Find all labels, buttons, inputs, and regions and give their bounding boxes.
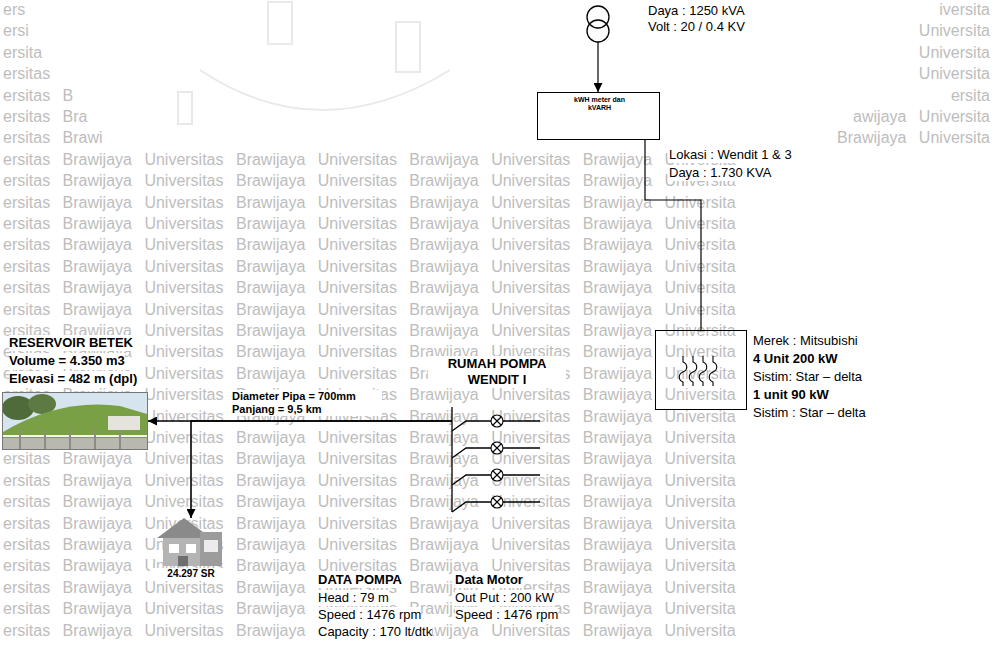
reservoir-title: RESERVOIR BETEK — [9, 335, 133, 351]
watermark-text: ersitas Brawijaya Universitas Brawijaya … — [3, 449, 736, 469]
house-icon — [163, 538, 205, 566]
transformer-symbol — [587, 6, 609, 42]
motor-data-text: Speed : 1476 rpm — [455, 607, 558, 623]
watermark-text: Universita — [919, 21, 990, 41]
switch-symbol — [679, 356, 687, 386]
watermark-text: ersitas Brawi — [3, 128, 103, 148]
watermark-text: ersitas — [3, 64, 50, 84]
panel-spec: 4 Unit 200 kW — [753, 351, 838, 367]
customer-count: 24.297 SR — [150, 568, 232, 580]
panel-box: Merek : Mitsubishi4 Unit 200 kWSistim: S… — [655, 330, 747, 410]
motor-data-title: Data Motor — [455, 572, 523, 588]
watermark-text: awijaya Universita — [853, 107, 990, 127]
pump-manifold — [451, 407, 452, 512]
transformer-node: Daya : 1250 kVAVolt : 20 / 0.4 KV — [586, 4, 610, 42]
motor-symbol — [491, 442, 503, 454]
panel-spec: 1 unit 90 kW — [753, 387, 829, 403]
watermark-text: ers — [3, 0, 25, 20]
water-pipe — [191, 421, 452, 518]
faint-logo — [268, 2, 292, 44]
transformer-symbol — [587, 6, 609, 28]
house-icon — [204, 540, 218, 552]
watermark-text: ersitas Brawijaya Universitas Brawijaya … — [3, 471, 736, 491]
reservoir-photo — [3, 438, 147, 449]
watermark-text: ersitas Brawijaya Universitas Brawijaya … — [3, 214, 736, 234]
house-icon — [186, 544, 196, 553]
watermark-text: ersitas Brawijaya Universitas Brawijaya … — [3, 492, 736, 512]
watermark-text: ersi — [3, 21, 29, 41]
reservoir-photo — [20, 430, 120, 449]
watermark-text: ersitas Brawijaya Universitas Brawijaya … — [3, 300, 736, 320]
watermark-text: ersitas Brawijaya Universitas Brawijaya … — [3, 193, 736, 213]
panel-spec: Merek : Mitsubishi — [753, 333, 858, 349]
reservoir-spec: Elevasi = 482 m (dpl) — [9, 371, 137, 387]
reservoir-spec: Volume = 4.350 m3 — [9, 353, 125, 369]
motor-symbol — [491, 415, 503, 427]
watermark-text: Universita — [919, 64, 990, 84]
box-title: kWH meter dan kVARH — [569, 96, 630, 112]
reservoir-node: RESERVOIR BETEKVolume = 4.350 m3Elevasi … — [2, 392, 148, 450]
transformer-symbol — [587, 20, 609, 42]
motor-symbol — [493, 417, 501, 425]
pump-house-title: RUMAH POMPA WENDIT I — [428, 356, 566, 388]
customer-node: 24.297 SR — [160, 518, 222, 566]
watermark-text: ersitas Brawijaya Universitas Brawijaya … — [3, 171, 736, 191]
reservoir-photo — [108, 416, 140, 430]
watermark-text: Universita — [919, 43, 990, 63]
rating-text: Daya : 1250 kVA — [648, 3, 745, 19]
motor-symbol — [491, 415, 503, 508]
motor-symbol — [491, 469, 503, 481]
pipe-label: Diameter Pipa = 700mm Panjang = 9,5 km — [232, 390, 382, 416]
panel-spec: Sistim : Star – delta — [753, 405, 866, 421]
motor-symbol — [493, 444, 501, 452]
reservoir-photo — [3, 435, 147, 437]
pump-data-text: Capacity : 170 lt/dtk — [318, 624, 432, 640]
panel-spec: Sistim: Star – delta — [753, 369, 862, 385]
faint-logo — [396, 22, 420, 72]
motor-symbol — [493, 498, 501, 506]
switch-symbol — [709, 356, 717, 386]
motor-symbol — [491, 496, 503, 508]
watermark-text: ersitas Bra — [3, 107, 87, 127]
reservoir-photo — [2, 393, 147, 449]
watermark-text: ersitas B — [3, 86, 73, 106]
house-icon — [200, 532, 222, 566]
watermark-text: ersitas Brawijaya Universitas Brawijaya … — [3, 278, 736, 298]
pump-data-title: DATA POMPA — [318, 572, 402, 588]
switch-symbol — [679, 356, 717, 386]
watermark-text: ersitas Brawijaya Universitas Brawijaya … — [3, 257, 736, 277]
house-icon — [169, 544, 179, 553]
pump-house-node: RUMAH POMPA WENDIT I — [452, 356, 542, 512]
location-text: Lokasi : Wendit 1 & 3 — [669, 147, 792, 163]
kwh-meter-box: kWH meter dan kVARHLokasi : Wendit 1 & 3… — [537, 92, 660, 140]
rating-text: Volt : 20 / 0.4 KV — [648, 19, 745, 35]
switch-symbol — [699, 356, 707, 386]
watermark-text: ersita — [951, 86, 990, 106]
capacity-text: Daya : 1.730 KVA — [669, 165, 771, 181]
motor-symbol — [493, 471, 501, 479]
house-icon — [157, 518, 222, 566]
pump-data-text: Speed : 1476 rpm — [318, 607, 421, 623]
reservoir-photo — [3, 393, 147, 449]
watermark-text: ersitas Brawijaya Universitas Brawijaya … — [3, 514, 736, 534]
motor-data-text: Out Put : 200 kW — [455, 590, 554, 606]
watermark-text: iversita — [939, 0, 990, 20]
watermark-text: ersitas Brawijaya Universitas Brawijaya … — [3, 235, 736, 255]
watermark-text: Brawijaya Universita — [837, 128, 990, 148]
pump-data-text: Head : 79 m — [318, 590, 389, 606]
faint-logo — [178, 2, 450, 124]
power-cable — [597, 42, 598, 92]
switch-symbol — [689, 356, 697, 386]
reservoir-photo — [3, 404, 147, 449]
watermark-text: ersita — [3, 43, 42, 63]
house-icon — [178, 556, 188, 566]
watermark-text: ersitas Brawijaya Universitas Brawijaya … — [3, 535, 736, 555]
faint-logo — [178, 92, 192, 124]
pump-manifold — [452, 407, 540, 512]
faint-logo — [200, 70, 450, 110]
watermark-text: ersitas Brawijaya Universitas Brawijaya … — [3, 150, 736, 170]
